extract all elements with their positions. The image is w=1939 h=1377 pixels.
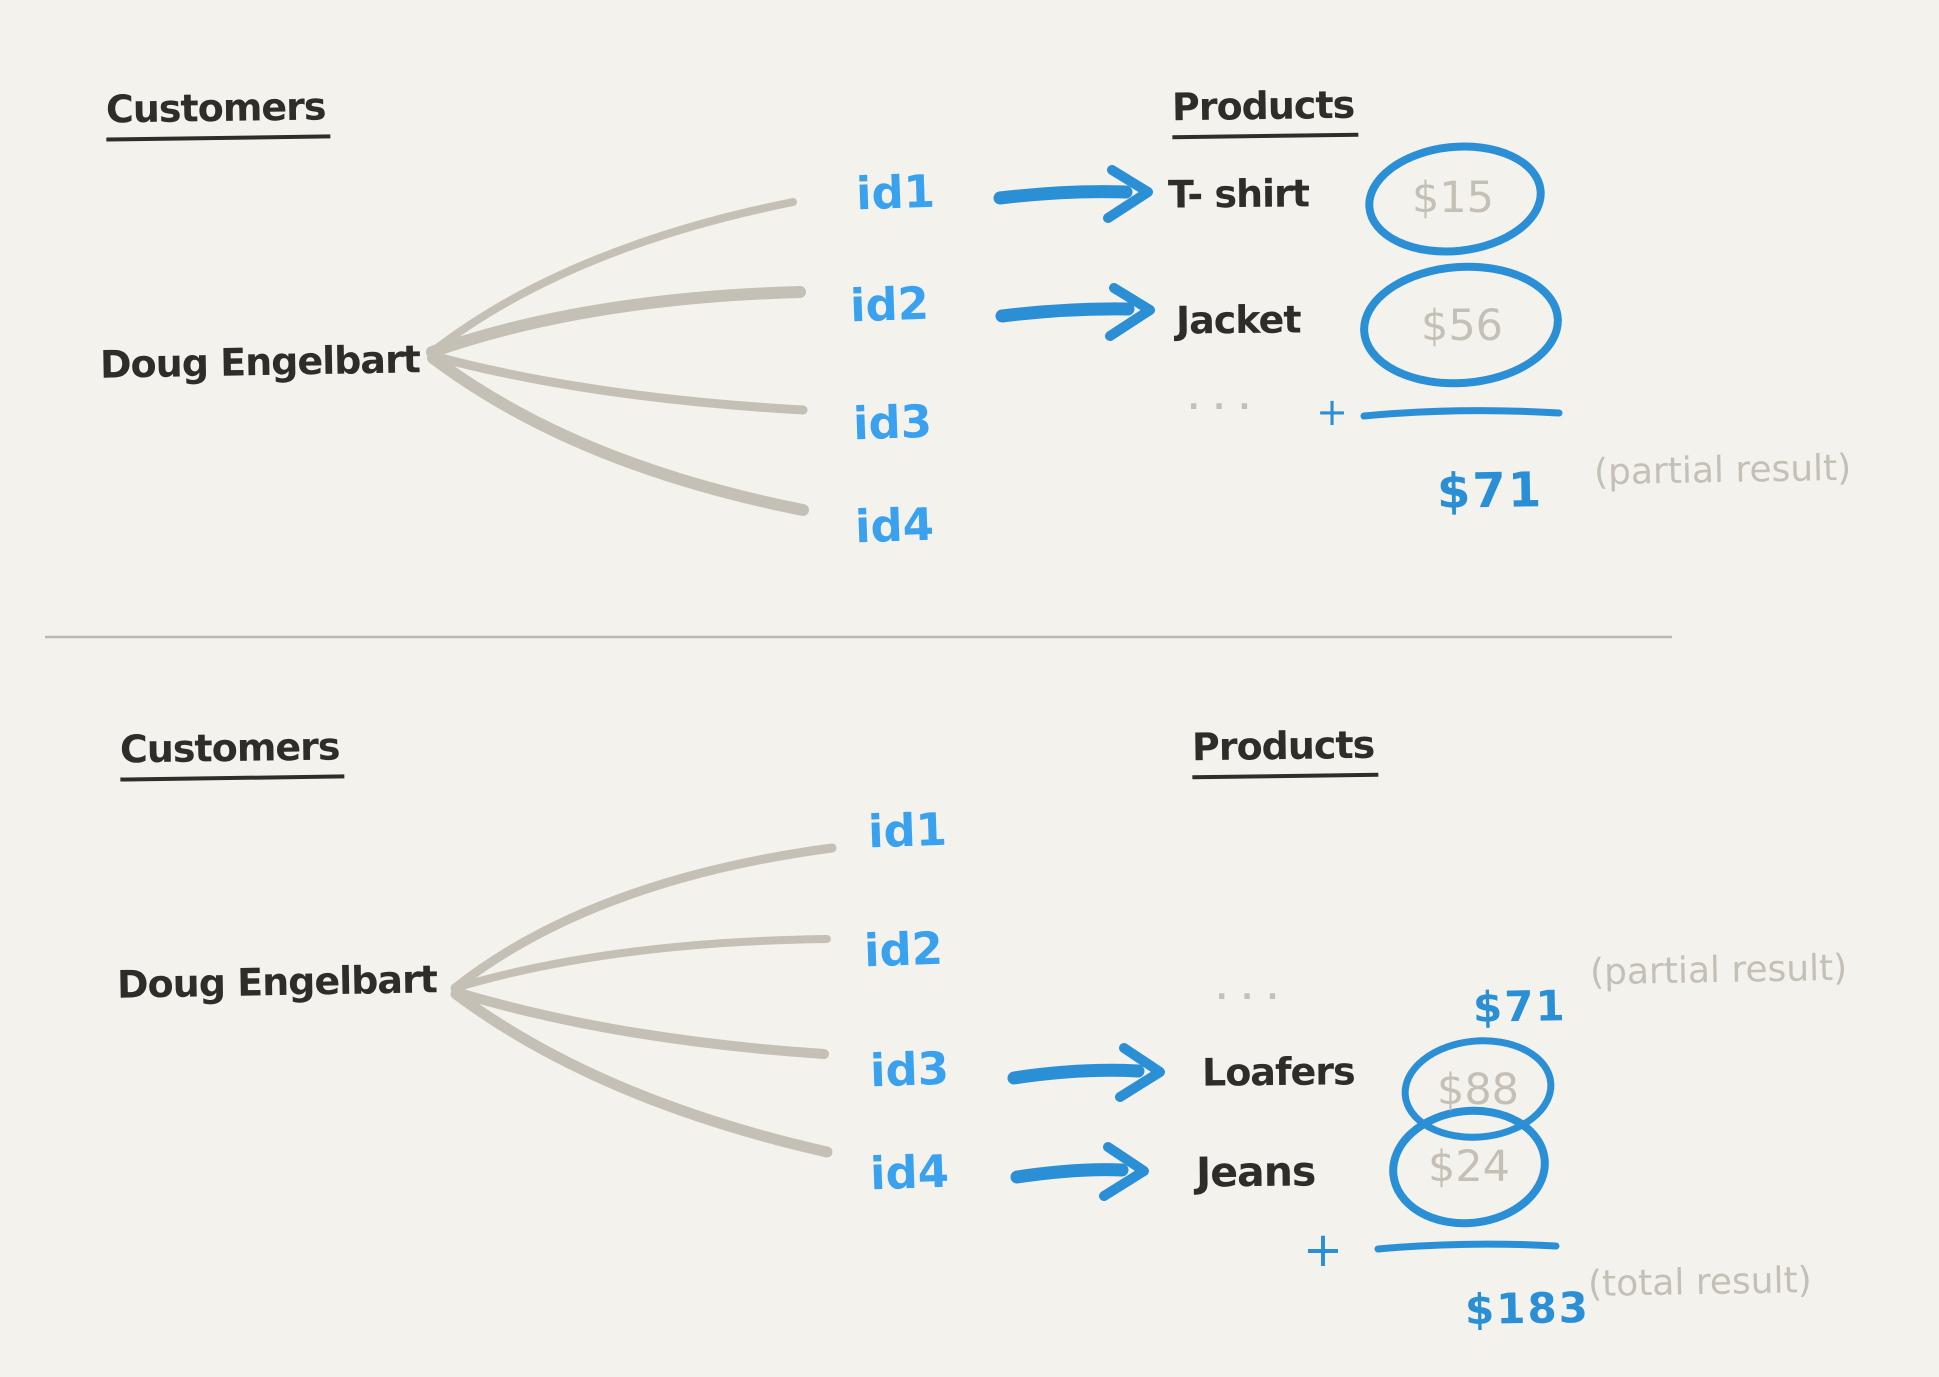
bottom-product-jeans: Jeans (1195, 1147, 1316, 1197)
bottom-customers-heading: Customers (119, 724, 344, 782)
arrow-head (1105, 283, 1155, 341)
branch-line-id3 (451, 987, 829, 1059)
bottom-id3-label: id3 (869, 1041, 950, 1098)
branch-line-id2 (426, 286, 806, 358)
arrow-shaft (993, 185, 1133, 205)
top-product-tshirt: T- shirt (1167, 171, 1310, 217)
bottom-id4-label: id4 (869, 1144, 950, 1201)
top-id4-label: id4 (854, 497, 935, 554)
bottom-sum-note: (total result) (1587, 1260, 1813, 1305)
branch-line-id4 (427, 352, 809, 516)
top-price-tshirt: $15 (1411, 173, 1495, 223)
price-circle-15 (1365, 142, 1545, 256)
sum-line-top (1360, 407, 1563, 420)
arrow-head (1103, 165, 1153, 223)
sum-lines (1360, 407, 1563, 1253)
top-customers-heading: Customers (105, 84, 330, 142)
bottom-price-loafers: $88 (1436, 1065, 1520, 1115)
top-map-arrows (993, 165, 1155, 341)
arrow-head (1115, 1043, 1165, 1102)
top-ellipsis: ... (1188, 382, 1265, 417)
top-sum-value: $71 (1436, 462, 1544, 520)
top-plus-sign: + (1316, 390, 1348, 434)
branch-line-id3 (428, 351, 808, 415)
price-circle-88 (1401, 1037, 1555, 1141)
price-circle-24 (1389, 1106, 1549, 1228)
bottom-id2-label: id2 (863, 921, 944, 978)
arrow-shaft (1007, 1063, 1145, 1085)
arrow-shaft (995, 302, 1135, 323)
top-customer-name: Doug Engelbart (99, 337, 421, 387)
bottom-id1-label: id1 (867, 802, 948, 859)
bottom-carry-note: (partial result) (1589, 947, 1848, 994)
top-price-jacket: $56 (1420, 301, 1504, 351)
top-sum-note: (partial result) (1593, 447, 1852, 494)
bottom-plus-sign: + (1302, 1222, 1344, 1278)
top-products-heading: Products (1171, 82, 1359, 140)
arrow-head (1099, 1142, 1149, 1201)
bottom-customer-name: Doug Engelbart (116, 957, 438, 1007)
price-circle-56 (1360, 262, 1562, 388)
top-id3-label: id3 (852, 394, 933, 451)
branch-line-id2 (451, 935, 831, 992)
branch-line-id1 (428, 198, 797, 356)
bottom-carry-value: $71 (1472, 981, 1568, 1032)
branch-line-id4 (450, 988, 833, 1158)
top-branch-lines (426, 198, 809, 516)
bottom-map-arrows (1007, 1043, 1165, 1201)
top-product-jacket: Jacket (1175, 297, 1301, 343)
top-id2-label: id2 (849, 276, 930, 333)
bottom-product-loafers: Loafers (1201, 1049, 1355, 1095)
bottom-price-jeans: $24 (1427, 1142, 1511, 1192)
bottom-carry-ellipsis: ... (1216, 972, 1293, 1007)
top-id1-label: id1 (855, 164, 936, 221)
bottom-sum-value: $183 (1464, 1282, 1591, 1335)
arrow-shaft (1010, 1163, 1129, 1184)
bottom-products-heading: Products (1191, 722, 1379, 780)
bottom-branch-lines (450, 843, 837, 1158)
price-circles (1360, 142, 1562, 1228)
branch-line-id1 (450, 843, 837, 993)
sum-line-bottom (1374, 1240, 1560, 1253)
